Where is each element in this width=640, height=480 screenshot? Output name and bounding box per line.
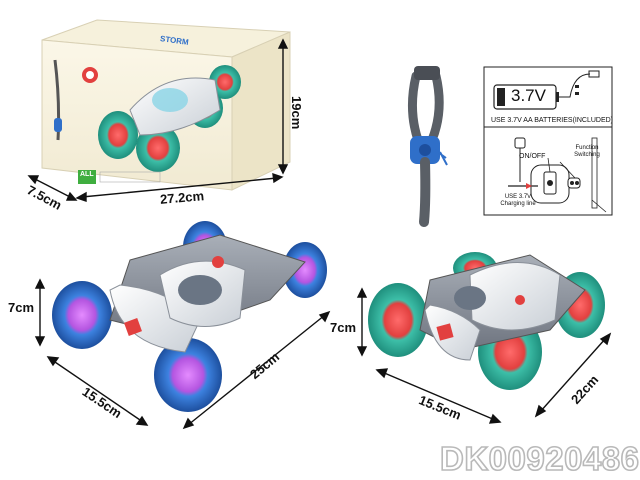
box-height-label: 19cm (289, 96, 304, 130)
stunt-car-blue (52, 221, 327, 412)
box-dimension-lines (27, 38, 289, 202)
blue-car-height-label: 7cm (8, 300, 35, 315)
teal-car-height-label: 7cm (330, 320, 357, 335)
battery-voltage-label: 3.7V (511, 86, 546, 105)
blue-car-dimension-lines (34, 278, 331, 430)
stunt-car-teal (368, 252, 605, 390)
product-box (41, 19, 291, 191)
teal-car-dimension-lines (356, 287, 612, 424)
battery-note: USE 3.7V AA BATTERIES(INCLUDED) (491, 117, 614, 124)
wrist-controller (407, 66, 448, 227)
on-off-label: ON/OFF (519, 153, 546, 160)
brand-logo (82, 67, 98, 83)
feature-badge (78, 170, 96, 184)
charging-note: USE 3.7V Charging line (500, 194, 536, 207)
box-art-car (98, 65, 241, 172)
box-badge-text: ALL (80, 171, 94, 178)
product-code: DK00920486 (439, 439, 640, 478)
charging-cable-icon (559, 73, 591, 98)
function-switching-label: Function Switching (574, 145, 600, 158)
controller-diagram (508, 137, 607, 213)
instruction-panel (483, 66, 613, 216)
